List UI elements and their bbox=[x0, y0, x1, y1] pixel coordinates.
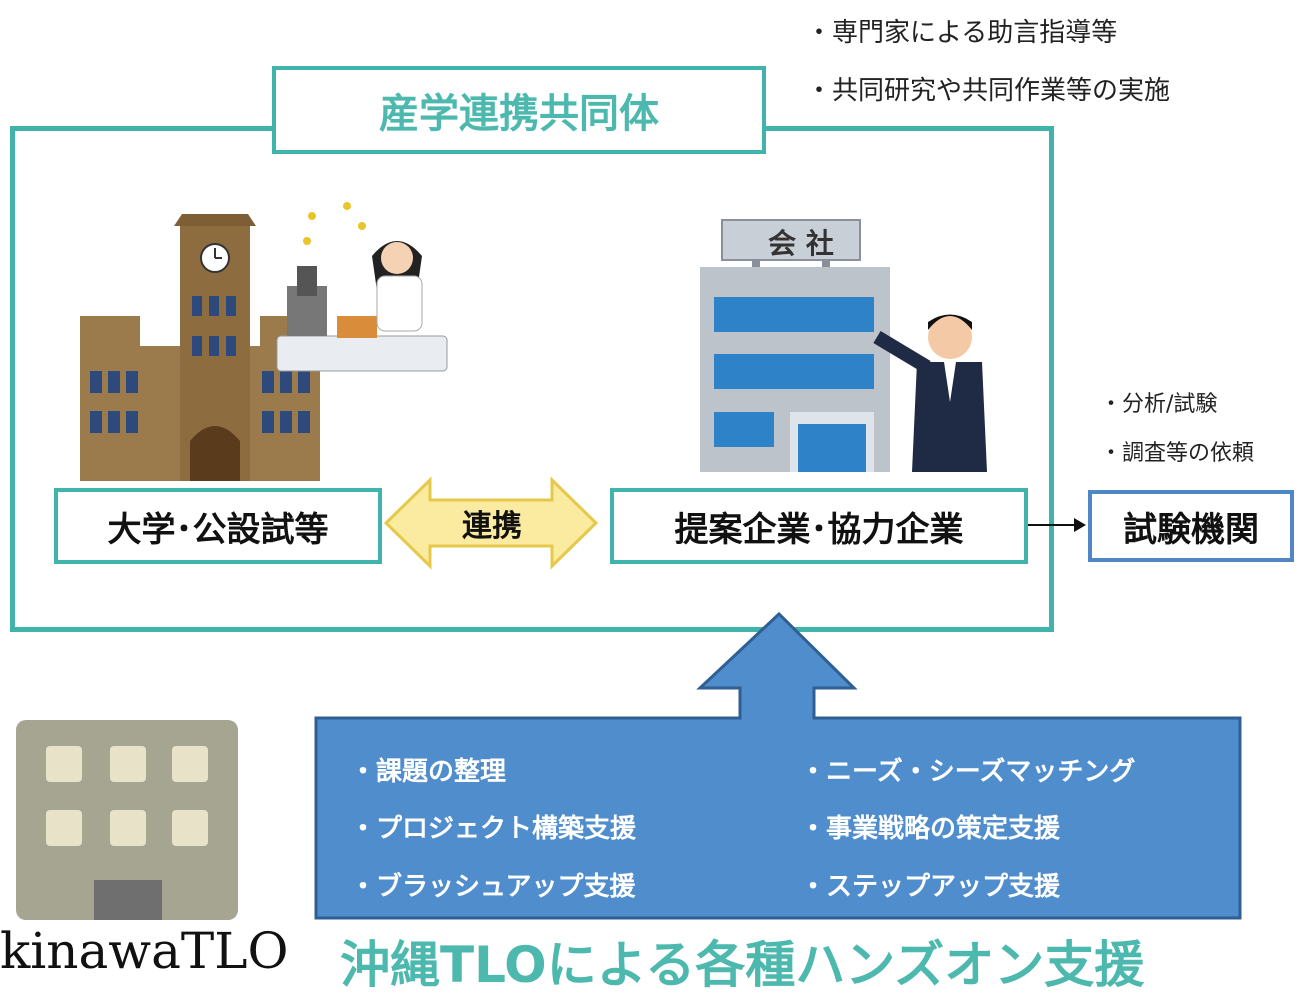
company-illustration bbox=[700, 219, 987, 472]
arrow-to-test-org bbox=[1028, 518, 1086, 532]
support-item-strategy: ・事業戦略の策定支援 bbox=[800, 814, 1061, 844]
note-survey: ・調査等の依頼 bbox=[1100, 441, 1255, 466]
link-double-arrow bbox=[383, 476, 599, 570]
support-item-matching: ・ニーズ・シーズマッチング bbox=[800, 757, 1136, 787]
note-joint-research: ・共同研究や共同作業等の実施 bbox=[806, 76, 1171, 106]
support-item-issue-organizing: ・課題の整理 bbox=[350, 757, 507, 787]
support-item-brushup: ・ブラッシュアップ支援 bbox=[350, 872, 636, 902]
university-illustration bbox=[80, 202, 448, 481]
support-item-project-building: ・プロジェクト構築支援 bbox=[350, 814, 637, 844]
support-arrow-block bbox=[314, 611, 1242, 920]
footer-title: 沖縄TLOによる各種ハンズオン支援 bbox=[340, 936, 1145, 994]
consortium-title: 産学連携共同体 bbox=[272, 66, 766, 154]
note-advice: ・専門家による助言指導等 bbox=[806, 18, 1118, 48]
note-analysis: ・分析/試験 bbox=[1100, 392, 1218, 417]
company-sign: 会 社 bbox=[768, 227, 834, 260]
company-label: 提案企業･協力企業 bbox=[610, 488, 1028, 564]
support-item-stepup: ・ステップアップ支援 bbox=[800, 872, 1061, 902]
tlo-building-icon bbox=[16, 720, 238, 920]
tlo-logo-text: kinawaTLO bbox=[0, 922, 289, 980]
test-org-label: 試験機関 bbox=[1088, 490, 1294, 562]
link-label: 連携 bbox=[462, 509, 522, 544]
university-label: 大学･公設試等 bbox=[54, 488, 382, 564]
